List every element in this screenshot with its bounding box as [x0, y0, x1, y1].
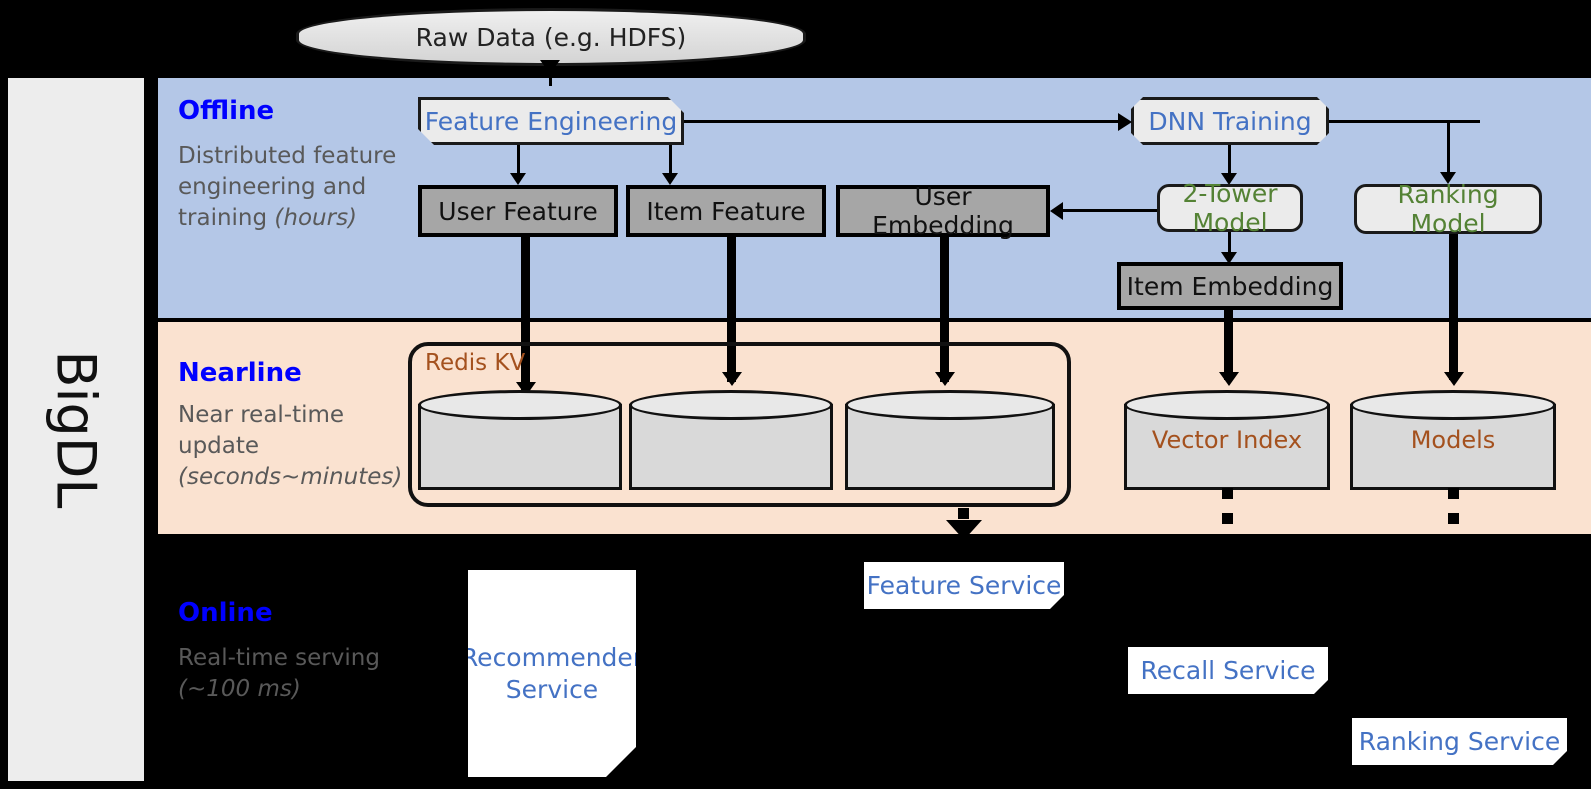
edge-fe-itemfeature	[669, 145, 672, 177]
store-user-feature-cylinder[interactable]	[418, 390, 622, 490]
models-cylinder[interactable]: Models	[1350, 390, 1556, 490]
edge-twotower-itemembedding	[1228, 232, 1231, 260]
feature-service-node[interactable]: Feature Service	[864, 562, 1064, 609]
arrowhead-userembedding-store	[935, 372, 955, 386]
feature-engineering-node[interactable]: Feature Engineering	[418, 97, 684, 145]
nearline-title: Nearline	[178, 358, 302, 388]
cylinder-top	[629, 390, 833, 420]
dnn-training-node[interactable]: DNN Training	[1131, 97, 1329, 145]
pipe-userfeature-store	[521, 237, 530, 392]
edge-rawdata-fe	[549, 66, 552, 86]
ranking-service-node[interactable]: Ranking Service	[1352, 718, 1567, 765]
edge-dnn-rankingmodel-v	[1447, 120, 1450, 178]
ranking-model-node[interactable]: Ranking Model	[1354, 180, 1542, 238]
arrowhead-twotower-userembedding	[1050, 202, 1063, 220]
store-user-embedding-cylinder[interactable]	[845, 390, 1055, 490]
user-embedding-node[interactable]: User Embedding	[836, 182, 1050, 240]
pipe-rankingmodel-models	[1449, 234, 1458, 380]
dash-featureservice-1	[958, 508, 969, 519]
arrowhead-fe-itemfeature	[662, 173, 678, 185]
edge-dnn-twotower	[1228, 145, 1231, 180]
item-embedding-node[interactable]: Item Embedding	[1117, 262, 1343, 310]
arrowhead-twotower-itemembedding	[1221, 252, 1237, 264]
edge-fe-dnn	[684, 120, 1121, 123]
arrowhead-rawdata-fe	[540, 60, 560, 74]
recommender-service-node[interactable]: Recommender Service	[468, 570, 636, 777]
dash-recallservice-2	[1222, 513, 1233, 524]
arrowhead-fe-dnn	[1118, 113, 1132, 131]
vector-index-cylinder[interactable]: Vector Index	[1124, 390, 1330, 490]
arrowhead-dnn-rankingmodel	[1440, 172, 1456, 184]
arrowhead-dnn-twotower	[1221, 173, 1237, 185]
edge-fe-userfeature	[517, 145, 520, 177]
user-feature-node[interactable]: User Feature	[418, 185, 618, 237]
store-item-feature-cylinder[interactable]	[629, 390, 833, 490]
bigdl-platform-sidebar: BigDL	[8, 78, 144, 781]
raw-data-source[interactable]: Raw Data (e.g. HDFS)	[296, 8, 806, 66]
bigdl-label: BigDL	[44, 350, 108, 509]
arrowhead-rankingmodel-models	[1444, 372, 1464, 386]
cylinder-top	[418, 390, 622, 420]
arrowhead-itemembedding-vectorindex	[1219, 372, 1239, 386]
nearline-description: Near real-time update (seconds~minutes)	[178, 402, 403, 490]
arrowhead-fe-userfeature	[510, 173, 526, 185]
redis-kv-label: Redis KV	[425, 350, 526, 376]
dash-recallservice-1	[1222, 488, 1233, 499]
dash-rankingservice-2	[1448, 513, 1459, 524]
pipe-userembedding-store	[940, 237, 949, 382]
pipe-itemfeature-store	[727, 237, 736, 382]
edge-dnn-rankingmodel-h	[1329, 120, 1480, 123]
online-title: Online	[178, 598, 273, 628]
online-description: Real-time serving (~100 ms)	[178, 645, 380, 702]
edge-twotower-userembedding	[1062, 209, 1157, 212]
arrowhead-redis-featureservice	[946, 520, 982, 540]
cylinder-top	[1350, 390, 1556, 420]
recall-service-node[interactable]: Recall Service	[1128, 647, 1328, 694]
arrowhead-itemfeature-store	[722, 372, 742, 386]
cylinder-top	[1124, 390, 1330, 420]
pipe-itemembedding-vectorindex	[1224, 310, 1233, 380]
dash-rankingservice-1	[1448, 488, 1459, 499]
redis-kv-group	[408, 342, 1071, 507]
offline-title: Offline	[178, 96, 275, 126]
item-feature-node[interactable]: Item Feature	[626, 185, 826, 237]
offline-description: Distributed feature engineering and trai…	[178, 143, 397, 231]
cylinder-top	[845, 390, 1055, 420]
two-tower-model-node[interactable]: 2-Tower Model	[1157, 179, 1303, 237]
